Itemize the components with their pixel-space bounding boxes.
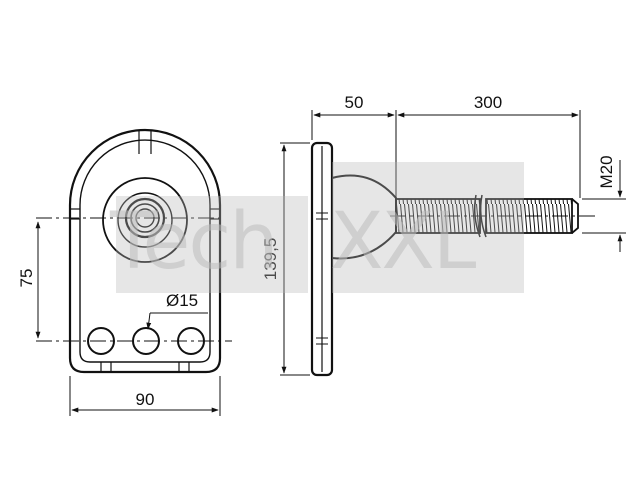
dimension-plate-height: 139,5	[261, 142, 310, 376]
dimension-label-diameter: Ø15	[166, 291, 198, 310]
dimension-bolt-lengths: 50 300	[311, 93, 581, 198]
dimension-label-139-5: 139,5	[261, 238, 280, 281]
dimension-label-90: 90	[136, 390, 155, 409]
side-view-plate	[310, 141, 334, 377]
dimension-label-50: 50	[345, 93, 364, 112]
threaded-rod	[390, 194, 596, 238]
watermark-text-xxl: XXL	[330, 197, 477, 287]
dimension-thread-size: M20	[582, 155, 626, 252]
center-lines	[36, 217, 232, 342]
dimension-label-m20: M20	[597, 155, 616, 188]
dimension-hole-diameter: Ø15	[146, 291, 208, 330]
dimension-plate-width: 90	[69, 376, 221, 416]
front-view-plate	[68, 128, 222, 374]
dimension-label-75: 75	[17, 269, 36, 288]
dimension-lower-height: 75	[17, 221, 41, 339]
techxxl-watermark: Tech XXL	[109, 162, 524, 293]
dimension-label-300: 300	[474, 93, 502, 112]
watermark-text-tech: Tech	[109, 197, 277, 287]
